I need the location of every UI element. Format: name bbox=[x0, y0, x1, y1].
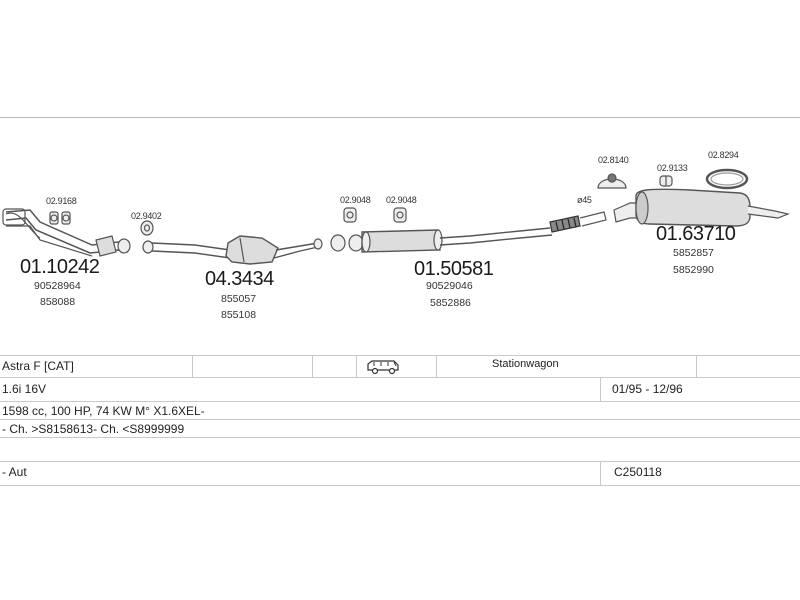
ref-catalyst-1: 855057 bbox=[221, 293, 257, 305]
hanger-02-9048-a-icon bbox=[343, 207, 357, 223]
table-rule bbox=[0, 461, 800, 462]
gasket-02-8294-icon bbox=[705, 168, 749, 190]
accessory-label-02-9402: 02.9402 bbox=[131, 211, 162, 221]
table-rule bbox=[0, 437, 800, 438]
clamp-02-8140-icon bbox=[597, 173, 627, 189]
table-divider bbox=[600, 377, 601, 401]
table-divider bbox=[192, 355, 193, 377]
hose-diameter-label: ø45 bbox=[577, 195, 592, 205]
catalog-code: C250118 bbox=[614, 465, 662, 479]
ref-middle-silencer-2: 5852886 bbox=[430, 297, 471, 309]
rear-silencer-part bbox=[613, 188, 791, 227]
station-wagon-icon bbox=[367, 360, 399, 375]
table-divider bbox=[356, 355, 357, 377]
part-number-rear-silencer: 01.63710 bbox=[656, 223, 736, 245]
engine-spec: 1598 cc, 100 HP, 74 KW M° X1.6XEL- bbox=[2, 404, 205, 418]
clamp-02-9168-icon bbox=[49, 211, 71, 225]
top-border bbox=[0, 117, 800, 118]
date-range: 01/95 - 12/96 bbox=[612, 382, 683, 396]
exhaust-drawing bbox=[2, 168, 791, 265]
accessory-label-02-9048-b: 02.9048 bbox=[386, 195, 417, 205]
table-rule bbox=[0, 377, 800, 378]
table-divider bbox=[436, 355, 437, 377]
part-number-catalyst: 04.3434 bbox=[205, 268, 274, 290]
accessory-label-02-8140: 02.8140 bbox=[598, 155, 629, 165]
part-number-middle-silencer: 01.50581 bbox=[414, 258, 494, 280]
flex-hose-part bbox=[549, 211, 607, 233]
accessory-label-02-9133: 02.9133 bbox=[657, 163, 688, 173]
accessory-label-02-9048-a: 02.9048 bbox=[340, 195, 371, 205]
ref-rear-silencer-1: 5852857 bbox=[673, 247, 714, 259]
gasket-02-9402-icon bbox=[140, 220, 154, 236]
table-divider bbox=[696, 355, 697, 377]
vehicle-model: Astra F [CAT] bbox=[2, 359, 74, 373]
body-type: Stationwagon bbox=[492, 358, 559, 370]
transmission: - Aut bbox=[2, 465, 27, 479]
accessory-label-02-9168: 02.9168 bbox=[46, 196, 77, 206]
table-divider bbox=[600, 461, 601, 485]
engine: 1.6i 16V bbox=[2, 382, 47, 396]
table-divider bbox=[312, 355, 313, 377]
ref-catalyst-2: 855108 bbox=[221, 309, 257, 321]
table-rule bbox=[0, 355, 800, 356]
table-rule bbox=[0, 419, 800, 420]
front-pipe-part bbox=[2, 208, 131, 257]
hanger-02-9048-b-icon bbox=[393, 207, 407, 223]
ref-front-pipe-1: 90528964 bbox=[34, 280, 81, 292]
table-rule bbox=[0, 401, 800, 402]
chassis-range: - Ch. >S8158613- Ch. <S8999999 bbox=[2, 422, 185, 436]
catalyst-part bbox=[142, 235, 323, 265]
part-number-front-pipe: 01.10242 bbox=[20, 256, 100, 278]
table-rule bbox=[0, 485, 800, 486]
accessory-label-02-8294: 02.8294 bbox=[708, 150, 739, 160]
ref-middle-silencer-1: 90529046 bbox=[426, 280, 473, 292]
ref-front-pipe-2: 858088 bbox=[40, 296, 76, 308]
middle-silencer-part bbox=[330, 227, 553, 253]
ref-rear-silencer-2: 5852990 bbox=[673, 264, 714, 276]
hanger-02-9133-icon bbox=[659, 175, 673, 187]
